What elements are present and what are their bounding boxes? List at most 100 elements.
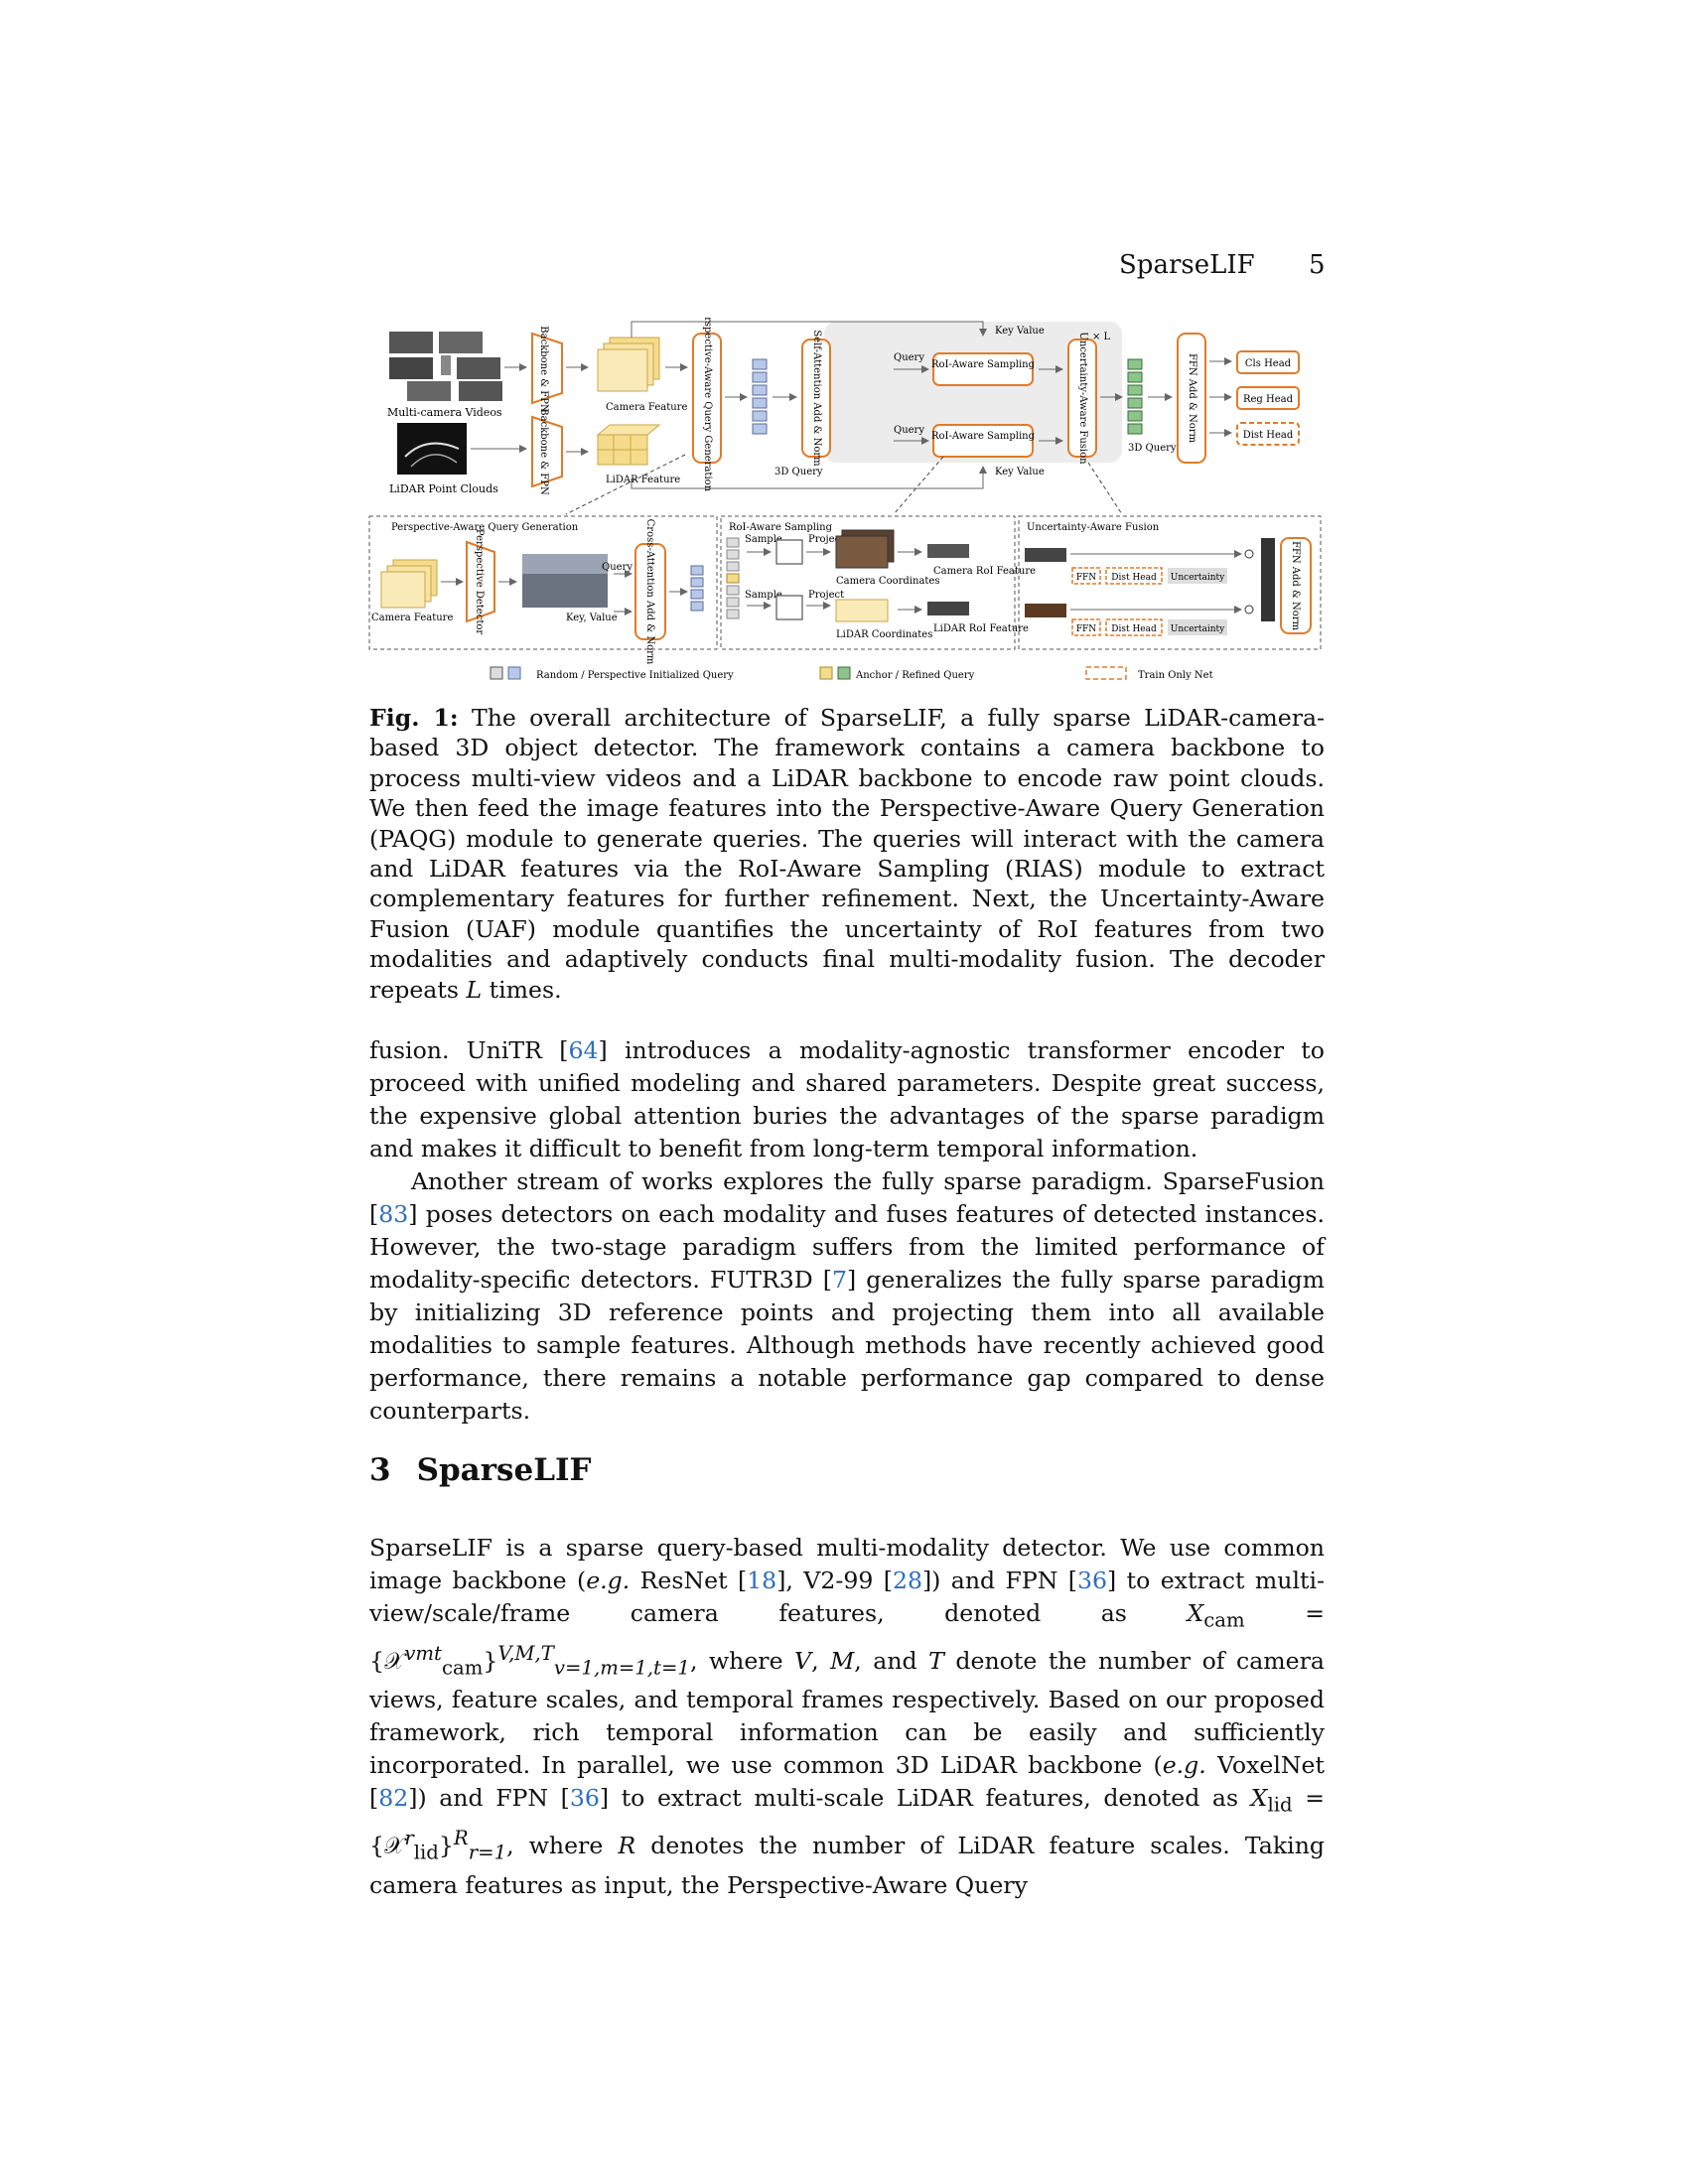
svg-text:LiDAR Feature: LiDAR Feature xyxy=(606,475,680,485)
uaf-uncertainty-top xyxy=(1168,568,1227,584)
svg-text:Anchor / Refined Query: Anchor / Refined Query xyxy=(855,670,975,681)
svg-text:Perspective Detector: Perspective Detector xyxy=(474,529,485,635)
camera-roi-strip xyxy=(927,544,969,558)
cls-head xyxy=(1236,350,1300,374)
uaf-camera-strip xyxy=(1025,548,1066,562)
rias-query-stack xyxy=(726,537,740,619)
decoder-background xyxy=(824,322,1122,463)
uaf-uncertainty-bottom xyxy=(1168,619,1227,635)
sample-top: Sample xyxy=(745,534,782,545)
citation-36[interactable]: 36 xyxy=(1077,1567,1108,1594)
query-3d-left: 3D Query xyxy=(774,467,823,478)
svg-text:Camera Feature: Camera Feature xyxy=(606,402,687,413)
citation-82[interactable]: 82 xyxy=(378,1784,409,1813)
svg-text:FFN Add & Norm: FFN Add & Norm xyxy=(1187,353,1197,444)
svg-text:Dist Head: Dist Head xyxy=(1243,430,1294,441)
svg-text:Cls Head: Cls Head xyxy=(1245,358,1292,369)
citation-18[interactable]: 18 xyxy=(747,1567,777,1594)
cube-top xyxy=(775,539,803,565)
svg-text:Cross-Attention Add & Norm: Cross-Attention Add & Norm xyxy=(644,519,655,665)
reg-head xyxy=(1236,386,1300,410)
panel-uaf xyxy=(1018,515,1322,650)
body-paragraph-3: SparseLIF is a sparse query-based multi-… xyxy=(369,1534,1326,1899)
dist-head xyxy=(1236,422,1300,446)
running-title: SparseLIF xyxy=(1119,250,1255,280)
project-bottom: Project xyxy=(808,590,844,601)
citation-28[interactable]: 28 xyxy=(892,1567,922,1594)
svg-text:FFN Add & Norm: FFN Add & Norm xyxy=(1290,541,1301,631)
legend-anchor-icon xyxy=(819,666,833,680)
uaf-ffn-top xyxy=(1071,567,1101,585)
sample-bottom: Sample xyxy=(745,590,782,601)
citation-36b[interactable]: 36 xyxy=(569,1784,600,1813)
ffn-box xyxy=(1177,333,1206,464)
perspective-detector xyxy=(466,540,495,623)
project-top: Project xyxy=(808,534,844,545)
svg-text:Random / Perspective Initializ: Random / Perspective Initialized Query xyxy=(536,670,734,681)
caption-var: L xyxy=(466,975,483,1004)
uaf-lidar-strip xyxy=(1025,604,1066,617)
uaf-ffn-norm xyxy=(1280,537,1312,634)
svg-text:LiDAR RoI Feature: LiDAR RoI Feature xyxy=(933,623,1029,634)
svg-text:RoI-Aware Sampling: RoI-Aware Sampling xyxy=(931,359,1036,370)
svg-text:LiDAR Coordinates: LiDAR Coordinates xyxy=(836,629,932,640)
svg-text:Backbone & FPN: Backbone & FPN xyxy=(538,326,549,413)
paqg-box xyxy=(692,333,722,464)
query-3d-right: 3D Query xyxy=(1128,443,1177,454)
roi-sampling-bottom xyxy=(932,424,1034,458)
cube-bottom xyxy=(775,595,803,620)
lidar-roi-strip xyxy=(927,602,969,615)
self-attn-box xyxy=(801,339,831,458)
svg-text:Uncertainty: Uncertainty xyxy=(1171,573,1225,583)
architecture-figure: Multi-camera Videos LiDAR Point Clouds B… xyxy=(368,318,1322,681)
caption-end: times. xyxy=(482,975,562,1004)
cross-attn-box xyxy=(634,543,666,640)
multiply-top-icon xyxy=(1244,549,1254,559)
point-cloud-image xyxy=(397,423,467,475)
citation-83[interactable]: 83 xyxy=(378,1200,409,1228)
panel-rias xyxy=(720,515,1016,650)
body-paragraph-1: fusion. UniTR [64] introduces a modality… xyxy=(369,1036,1325,1425)
panel-paqg xyxy=(368,515,718,650)
svg-text:Camera RoI Feature: Camera RoI Feature xyxy=(933,566,1036,577)
page-number: 5 xyxy=(1309,250,1326,280)
svg-text:Uncertainty-Aware Fusion: Uncertainty-Aware Fusion xyxy=(1077,332,1088,465)
svg-text:Perspective-Aware Query Genera: Perspective-Aware Query Generation xyxy=(702,318,713,492)
panel-key-value: Key, Value xyxy=(566,613,618,623)
uaf-ffn-bottom xyxy=(1071,618,1101,636)
svg-text:FFN: FFN xyxy=(1076,624,1096,634)
camera-feature-stack xyxy=(597,337,660,392)
caption-label: Fig. 1: xyxy=(369,704,459,732)
svg-text:RoI-Aware Sampling: RoI-Aware Sampling xyxy=(931,431,1036,442)
svg-text:Uncertainty-Aware Fusion: Uncertainty-Aware Fusion xyxy=(1027,522,1160,533)
lidar-feature-grid xyxy=(596,424,661,466)
videos-label: Multi-camera Videos xyxy=(387,406,502,419)
svg-text:Train Only Net: Train Only Net xyxy=(1138,670,1213,681)
panel-feature-stack xyxy=(380,559,438,609)
svg-text:Dist Head: Dist Head xyxy=(1111,573,1157,583)
lidar-coords-grid xyxy=(835,599,889,622)
repeat-label: × L xyxy=(1092,332,1111,342)
figure-caption: Fig. 1: The overall architecture of Spar… xyxy=(369,703,1325,1005)
query-stack-green xyxy=(1127,358,1143,435)
legend-random-icon xyxy=(490,666,503,680)
legend-train-only-icon xyxy=(1085,666,1127,680)
roi-sampling-top xyxy=(932,352,1034,386)
query-label-top: Query xyxy=(894,352,924,363)
query-stack-blue xyxy=(752,358,768,435)
backbone-bottom xyxy=(531,415,563,488)
svg-text:Dist Head: Dist Head xyxy=(1111,624,1157,634)
fused-strip xyxy=(1261,538,1275,621)
svg-text:Perspective-Aware Query Genera: Perspective-Aware Query Generation xyxy=(391,522,579,533)
multiply-bottom-icon xyxy=(1244,605,1254,614)
svg-text:Backbone & FPN: Backbone & FPN xyxy=(538,408,549,495)
svg-text:Reg Head: Reg Head xyxy=(1243,394,1294,405)
uaf-dist-head-bottom xyxy=(1105,618,1163,636)
panel-query-label: Query xyxy=(602,562,633,573)
citation-64[interactable]: 64 xyxy=(568,1036,599,1064)
caption-text: The overall architecture of SparseLIF, a… xyxy=(369,704,1326,1004)
citation-7[interactable]: 7 xyxy=(831,1266,847,1294)
uaf-box xyxy=(1067,339,1097,458)
query-label-bottom: Query xyxy=(894,425,924,436)
